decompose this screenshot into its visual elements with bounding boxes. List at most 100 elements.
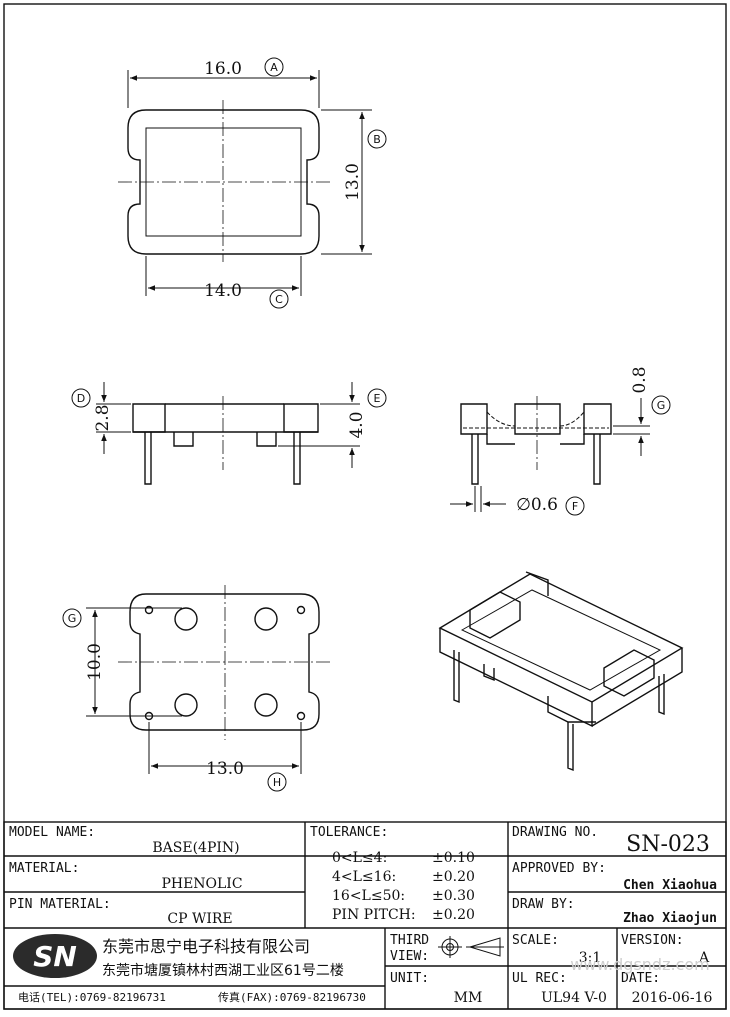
side-view: 2.8 D 4.0 E xyxy=(71,382,387,485)
tol-range-0: 0<L≤4: xyxy=(332,850,387,866)
drawing-no-label: DRAWING NO. xyxy=(512,825,598,840)
side-left-block xyxy=(132,403,166,433)
dim-top-width: 16.0 xyxy=(204,59,242,79)
isometric-view xyxy=(438,571,684,772)
svg-text:A: A xyxy=(270,61,278,74)
iso-front-foot xyxy=(547,696,596,723)
approved-label: APPROVED BY: xyxy=(512,861,606,876)
iso-block-back xyxy=(469,591,521,639)
svg-text:E: E xyxy=(374,392,381,405)
bubble-f xyxy=(565,496,585,516)
iso-standoff xyxy=(483,664,495,682)
tol-value-0: ±0.10 xyxy=(432,850,475,866)
company-name: 东莞市思宁电子科技有限公司 xyxy=(102,937,310,956)
bottom-pin-br xyxy=(296,711,306,721)
top-outer-outline xyxy=(127,109,320,255)
top-view: 16.0 A 13.0 B 14.0 C xyxy=(118,57,387,309)
tol-value-2: ±0.30 xyxy=(432,888,475,904)
third-view-label-1: THIRD xyxy=(390,933,429,948)
pin-material-label: PIN MATERIAL: xyxy=(9,897,111,912)
version-value: A xyxy=(698,950,710,966)
date-value: 2016-06-16 xyxy=(632,990,713,1006)
company-address: 东莞市塘厦镇林村西湖工业区61号二楼 xyxy=(102,962,344,979)
watermark: www.dgsndz.com xyxy=(570,955,709,974)
ul-rec-label: UL REC: xyxy=(512,971,567,986)
draw-label: DRAW BY: xyxy=(512,897,575,912)
iso-side-faces xyxy=(439,628,683,728)
unit-label: UNIT: xyxy=(390,971,429,986)
bottom-outline xyxy=(129,593,320,731)
company-tel: 电话(TEL):0769-82196731 xyxy=(18,991,166,1004)
dim-top-inner: 14.0 xyxy=(204,281,242,301)
drawing-no-value: SN-023 xyxy=(626,832,710,857)
tol-range-2: 16<L≤50: xyxy=(332,888,405,904)
iso-pins xyxy=(453,650,665,772)
svg-text:G: G xyxy=(657,399,666,412)
svg-text:B: B xyxy=(373,133,381,146)
logo-text: SN xyxy=(33,940,77,973)
bottom-hole-tr xyxy=(254,607,278,631)
bubble-e xyxy=(367,388,387,408)
scale-label: SCALE: xyxy=(512,933,559,948)
tol-range-3: PIN PITCH: xyxy=(332,907,416,923)
tolerance-label: TOLERANCE: xyxy=(310,825,388,840)
side-right-block xyxy=(283,403,319,433)
tol-range-1: 4<L≤16: xyxy=(332,869,396,885)
dim-bottom-width: 13.0 xyxy=(206,759,244,779)
end-blocks xyxy=(460,403,612,435)
bottom-view: 10.0 G 13.0 H xyxy=(62,585,332,792)
unit-value: MM xyxy=(454,990,483,1006)
company-fax: 传真(FAX):0769-82196730 xyxy=(218,990,366,1004)
bubble-a xyxy=(264,57,284,77)
tol-value-3: ±0.20 xyxy=(432,907,475,923)
end-view: 0.8 G ∅0.6 F xyxy=(450,366,671,516)
dim-bottom-height: 10.0 xyxy=(85,643,105,681)
tol-value-1: ±0.20 xyxy=(432,869,475,885)
model-name-label: MODEL NAME: xyxy=(9,825,95,840)
bubble-d xyxy=(71,388,91,408)
top-inner-outline xyxy=(145,127,302,237)
bubble-g-end xyxy=(651,395,671,415)
side-body xyxy=(133,403,318,433)
svg-text:G: G xyxy=(68,612,77,625)
draw-value: Zhao Xiaojun xyxy=(623,911,717,926)
end-base xyxy=(486,434,585,445)
iso-back-rim xyxy=(525,571,549,596)
bottom-hole-br xyxy=(254,693,278,717)
model-name-value: BASE(4PIN) xyxy=(152,840,239,856)
dim-side-left: 2.8 xyxy=(93,404,113,431)
scale-value: 3:1 xyxy=(579,950,602,966)
bubble-g-bottom xyxy=(62,608,82,628)
side-standoffs xyxy=(173,432,277,447)
company-logo xyxy=(13,934,97,978)
dim-side-right: 4.0 xyxy=(347,411,367,438)
iso-block-front xyxy=(603,649,655,697)
third-view-label-2: VIEW: xyxy=(390,949,429,964)
dim-top-height: 13.0 xyxy=(343,163,363,201)
dim-pin-dia: ∅0.6 xyxy=(516,495,558,515)
end-hidden xyxy=(463,411,609,429)
version-label: VERSION: xyxy=(621,933,684,948)
title-block: MODEL NAME: BASE(4PIN) MATERIAL: PHENOLI… xyxy=(3,821,727,1010)
bottom-pin-tl xyxy=(144,605,154,615)
svg-text:C: C xyxy=(275,293,283,306)
svg-text:H: H xyxy=(273,776,281,789)
iso-inner-face xyxy=(460,589,662,691)
material-value: PHENOLIC xyxy=(161,876,242,892)
bottom-hole-bl xyxy=(174,693,198,717)
third-angle-projection-icon xyxy=(438,936,504,958)
bottom-pin-tr xyxy=(296,605,306,615)
end-pins xyxy=(471,434,601,485)
bubble-c xyxy=(269,289,289,309)
svg-text:F: F xyxy=(572,500,578,513)
bubble-h xyxy=(267,772,287,792)
material-label: MATERIAL: xyxy=(9,861,79,876)
approved-value: Chen Xiaohua xyxy=(623,878,717,893)
date-label: DATE: xyxy=(621,971,660,986)
svg-text:D: D xyxy=(77,392,85,405)
dim-end-top: 0.8 xyxy=(630,366,650,393)
bubble-b xyxy=(367,129,387,149)
pin-material-value: CP WIRE xyxy=(167,911,232,927)
